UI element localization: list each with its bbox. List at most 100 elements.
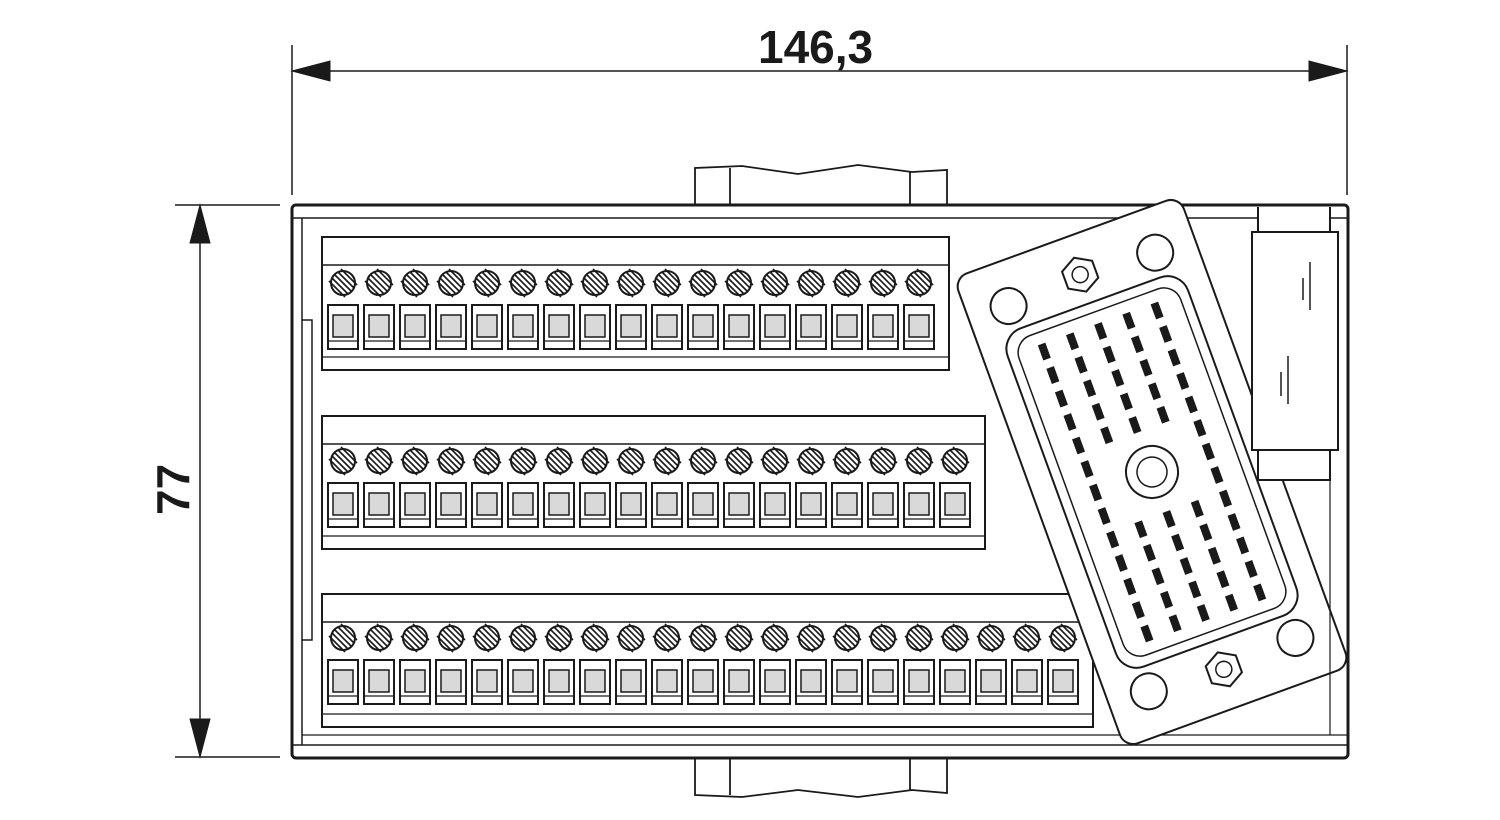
terminal-lower-row-19: [975, 623, 1007, 705]
connector-pin: [1167, 348, 1181, 367]
connector-pin: [1106, 530, 1120, 549]
connector-pin: [1074, 355, 1088, 374]
terminal-upper-row-6: [507, 268, 539, 350]
height-arrow-top: [189, 203, 211, 244]
connector-pin: [1159, 325, 1173, 343]
terminal-lower-row-2: [363, 623, 395, 705]
terminal-lower-row-16: [867, 623, 899, 705]
connector-pin: [1114, 554, 1128, 572]
mount-hole-top-left: [989, 287, 1028, 326]
connector-pin: [1130, 335, 1144, 354]
connector-pin: [1188, 580, 1202, 599]
connector-pin: [1176, 372, 1190, 390]
connector-pin: [1160, 590, 1174, 609]
connector-pin: [1156, 405, 1170, 424]
connector-pin: [1119, 392, 1133, 411]
terminal-upper-row-9: [615, 268, 647, 350]
connector-pin: [1168, 614, 1182, 633]
terminal-lower-row-14: [795, 623, 827, 705]
connector-pin: [1224, 593, 1238, 612]
terminal-middle-row-13: [759, 446, 791, 528]
height-arrow-bottom: [189, 718, 211, 759]
terminal-upper-row-13: [759, 268, 791, 350]
terminal-middle-row-1: [327, 446, 359, 528]
terminal-block-upper-row: [321, 236, 950, 371]
terminal-upper-row-7: [543, 268, 575, 350]
connector-pin: [1253, 583, 1267, 602]
connector-pin: [1227, 513, 1241, 531]
terminal-middle-row-10: [651, 446, 683, 528]
terminal-block-lower-row: [321, 593, 1094, 728]
terminal-blocks: [321, 236, 1094, 728]
width-arrow-left: [290, 60, 331, 82]
mount-hole-top-right: [1136, 233, 1175, 272]
terminal-middle-row-5: [471, 446, 503, 528]
terminal-lower-row-12: [723, 623, 755, 705]
mount-hole-bottom-left: [1129, 672, 1168, 711]
rail-clip-bottom: [694, 758, 948, 798]
terminal-upper-row-15: [831, 268, 863, 350]
connector-pin: [1046, 366, 1060, 384]
terminal-lower-row-6: [507, 623, 539, 705]
terminal-middle-row-3: [399, 446, 431, 528]
terminal-middle-row-4: [435, 446, 467, 528]
terminal-lower-row-20: [1011, 623, 1043, 705]
terminal-lower-row-7: [543, 623, 575, 705]
connector-pin: [1066, 332, 1080, 351]
terminal-upper-row-16: [867, 268, 899, 350]
width-dimension-label: 146,3: [758, 21, 874, 73]
terminal-middle-row-17: [903, 446, 935, 528]
terminal-lower-row-13: [759, 623, 791, 705]
connector-pin: [1218, 489, 1232, 508]
terminal-middle-row-18: [939, 446, 971, 528]
terminal-middle-row-9: [615, 446, 647, 528]
connector-pin: [1207, 546, 1221, 565]
connector-pin: [1162, 510, 1176, 528]
terminal-block-middle-row: [321, 415, 986, 550]
rail-clip-top: [694, 164, 948, 205]
connector-pin: [1150, 301, 1164, 320]
terminal-lower-row-4: [435, 623, 467, 705]
terminal-lower-row-18: [939, 623, 971, 705]
terminal-upper-row-14: [795, 268, 827, 350]
connector-pin: [1201, 442, 1215, 461]
connector-pin: [1199, 523, 1213, 542]
connector-pin: [1102, 345, 1116, 364]
terminal-middle-row-2: [363, 446, 395, 528]
mount-hole-bottom-right: [1276, 618, 1315, 657]
terminal-middle-row-16: [867, 446, 899, 528]
terminal-lower-row-1: [327, 623, 359, 705]
terminal-upper-row-12: [723, 268, 755, 350]
connector-pin: [1094, 322, 1108, 340]
height-dimension: [175, 203, 280, 759]
terminal-lower-row-9: [615, 623, 647, 705]
terminal-upper-row-8: [579, 268, 611, 350]
connector-pin: [1100, 426, 1114, 445]
terminal-upper-row-1: [327, 268, 359, 350]
width-dimension: [290, 45, 1349, 195]
connector-pin: [1128, 416, 1142, 434]
connector-pin: [1089, 483, 1103, 502]
terminal-upper-row-10: [651, 268, 683, 350]
connector-pin: [1171, 533, 1185, 552]
connector-pin: [1184, 395, 1198, 414]
terminal-middle-row-8: [579, 446, 611, 528]
connector-pin: [1083, 379, 1097, 398]
connector-pin: [1151, 567, 1165, 586]
latch-lever: [1251, 207, 1339, 735]
connector-pin: [1097, 507, 1111, 525]
terminal-lower-row-8: [579, 623, 611, 705]
terminal-upper-row-4: [435, 268, 467, 350]
terminal-lower-row-11: [687, 623, 719, 705]
d-sub-connector: [956, 198, 1348, 746]
connector-pin: [1134, 520, 1148, 539]
connector-pin: [1142, 543, 1156, 562]
width-arrow-right: [1308, 60, 1349, 82]
terminal-middle-row-7: [543, 446, 575, 528]
connector-pin: [1139, 358, 1153, 377]
terminal-middle-row-15: [831, 446, 863, 528]
connector-pin: [1210, 466, 1224, 484]
connector-pin: [1037, 342, 1051, 361]
connector-pin: [1131, 601, 1145, 619]
